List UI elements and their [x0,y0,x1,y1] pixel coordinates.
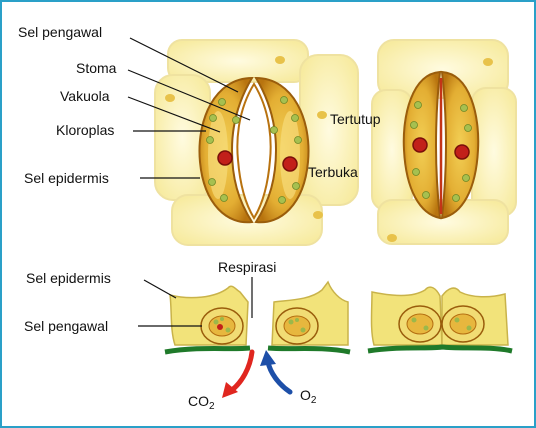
cuticle [164,345,351,355]
label-sel-pengawal-top: Sel pengawal [18,24,103,40]
nucleus [282,156,298,172]
nucleus [412,137,428,153]
closed-stoma-surface-view [371,39,517,245]
chloroplast [300,327,306,333]
chloroplast [452,194,460,202]
chloroplast [460,104,468,112]
gas-exchange-arrows [222,349,293,398]
cuticle [367,344,513,354]
label-stoma: Stoma [76,60,117,76]
co2-subscript: 2 [209,401,215,412]
chloroplast [483,58,493,66]
chloroplast [410,121,418,129]
label-terbuka: Terbuka [308,164,358,180]
chloroplast [213,319,219,325]
leader-line-vakuola [127,96,221,133]
chloroplast [288,319,294,325]
chloroplast [220,317,224,321]
nucleus [454,144,470,160]
nucleus [217,324,223,330]
chloroplast [294,136,302,144]
chloroplast [423,325,429,331]
nucleus [217,150,233,166]
epidermal-cell [377,39,509,99]
o2-text: O [300,387,311,403]
chloroplast [209,114,217,122]
epidermal-cell [299,54,359,206]
chloroplast [387,234,397,242]
chloroplast [218,98,226,106]
label-o2: O2 [300,387,316,409]
chloroplast [422,191,430,199]
vacuole [280,111,300,199]
chloroplast [462,174,470,182]
co2-arrow [229,349,255,393]
label-kloroplas: Kloroplas [56,122,115,138]
chloroplast [295,318,299,322]
o2-subscript: 2 [310,395,317,406]
leader-line-stoma [127,69,251,121]
chloroplast [464,124,472,132]
chloroplast [275,56,285,64]
guard-cell-inner [449,313,477,335]
o2-arrowhead [260,350,276,366]
chloroplast [220,194,228,202]
co2-arrowhead [222,382,238,398]
open-stoma-cross-section [164,280,351,355]
chloroplast [270,126,278,134]
open-stoma-surface-view [154,39,359,246]
co2-text: CO [188,393,209,409]
chloroplast [206,136,214,144]
label-sel-epidermis-top: Sel epidermis [24,170,109,186]
label-vakuola: Vakuola [60,88,110,104]
chloroplast [280,96,288,104]
chloroplast [412,168,420,176]
chloroplast [313,211,323,219]
o2-arrow [265,359,293,395]
label-sel-pengawal-bottom: Sel pengawal [24,318,109,334]
guard-cell-inner [406,313,434,335]
chloroplast [225,327,231,333]
chloroplast [291,114,299,122]
chloroplast [411,317,417,323]
chloroplast [278,196,286,204]
chloroplast [165,94,175,102]
chloroplast [232,116,240,124]
leader-line-sel-pengawal-top [129,37,239,93]
chloroplast [317,111,327,119]
label-respirasi: Respirasi [218,259,277,275]
closed-stoma-cross-section [367,286,513,354]
chloroplast [466,325,472,331]
label-sel-epidermis-bottom: Sel epidermis [26,270,111,286]
label-tertutup: Tertutup [330,111,381,127]
leader-line-sel-epidermis-bottom [143,279,177,299]
chloroplast [454,317,460,323]
label-co2: CO2 [188,393,215,415]
chloroplast [414,101,422,109]
chloroplast [208,178,216,186]
stomatal-pore [236,82,272,220]
chloroplast [292,182,300,190]
